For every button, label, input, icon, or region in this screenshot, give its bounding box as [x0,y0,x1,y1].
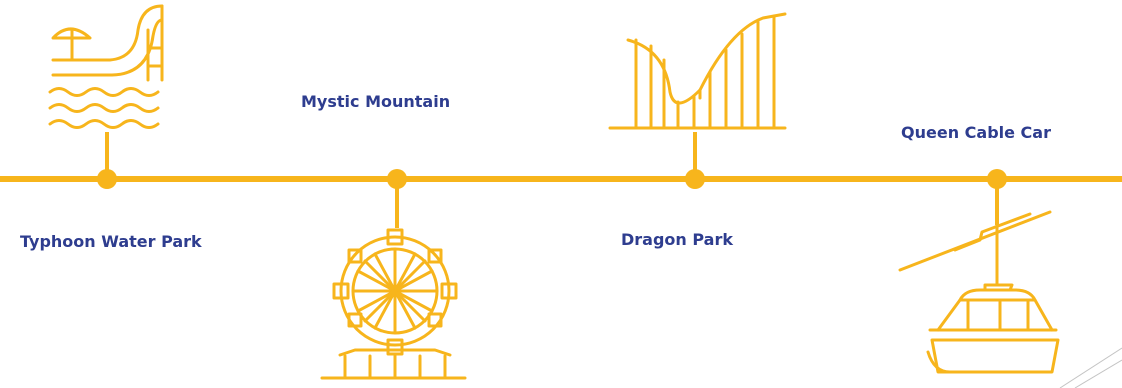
roller-coaster-icon [608,12,787,130]
label-queen-cable-car: Queen Cable Car [901,123,1051,142]
corner-decoration [1059,347,1122,388]
label-typhoon-water-park: Typhoon Water Park [20,232,202,251]
node-dragon [685,169,705,189]
label-mystic-mountain: Mystic Mountain [301,92,451,111]
cable-car-icon [898,210,1060,374]
node-typhoon [97,169,117,189]
ferris-wheel-icon [320,228,467,380]
label-dragon-park: Dragon Park [621,230,733,249]
node-mystic [387,169,407,189]
water-park-icon [48,4,164,129]
node-queen [987,169,1007,189]
